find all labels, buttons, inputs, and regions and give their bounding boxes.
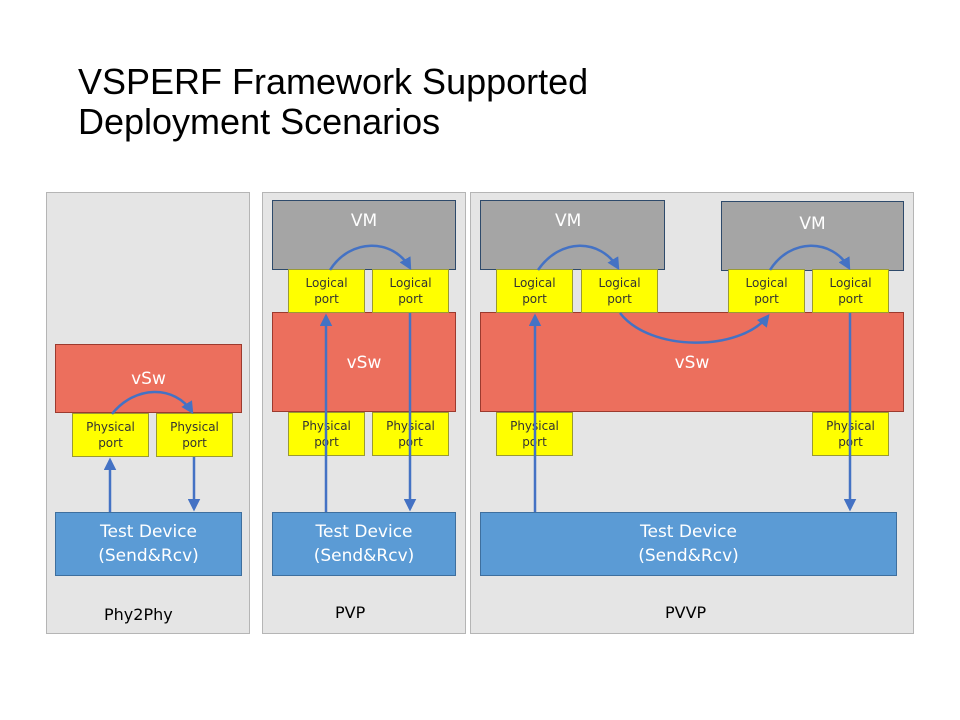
vm-label: VM — [555, 211, 582, 231]
device-label-line2: (Send&Rcv) — [98, 546, 199, 566]
port-label-line2: port — [754, 292, 779, 306]
port-label-line2: port — [398, 435, 423, 449]
logical-port-pvvp-vm2-in: Logical port — [728, 269, 805, 313]
logical-port-pvvp-vm2-out: Logical port — [812, 269, 889, 313]
title-line-2: Deployment Scenarios — [78, 101, 441, 142]
port-label-line1: Logical — [829, 276, 872, 290]
port-label-line2: port — [398, 292, 423, 306]
slide-title: VSPERF Framework Supported Deployment Sc… — [78, 62, 838, 142]
vm-pvvp-1: VM — [480, 200, 665, 270]
vswitch-label: vSw — [131, 368, 166, 389]
vswitch-label: vSw — [674, 353, 710, 373]
physical-port-pvvp-out: Physical port — [812, 412, 889, 456]
scenario-label-pvp: PVP — [335, 603, 366, 622]
test-device-pvvp: Test Device (Send&Rcv) — [480, 512, 897, 576]
port-label-line2: port — [838, 292, 863, 306]
device-label-line2: (Send&Rcv) — [638, 546, 739, 566]
device-label-line1: Test Device — [315, 522, 413, 542]
port-label-line1: Physical — [510, 419, 559, 433]
device-label-line2: (Send&Rcv) — [313, 546, 415, 566]
port-label-line1: Physical — [386, 419, 435, 433]
port-label-line2: port — [607, 292, 632, 306]
test-device-pvp: Test Device (Send&Rcv) — [272, 512, 456, 576]
vswitch-label: vSw — [346, 353, 382, 373]
test-device-phy2phy: Test Device (Send&Rcv) — [55, 512, 242, 576]
port-label-line1: Physical — [170, 420, 219, 434]
vm-pvp: VM — [272, 200, 456, 270]
port-label-line1: Logical — [513, 276, 556, 290]
logical-port-pvvp-vm1-in: Logical port — [496, 269, 573, 313]
port-label-line2: port — [182, 436, 207, 450]
title-line-1: VSPERF Framework Supported — [78, 61, 589, 102]
port-label-line2: port — [522, 435, 547, 449]
logical-port-pvp-out: Logical port — [372, 269, 449, 313]
logical-port-pvp-in: Logical port — [288, 269, 365, 313]
physical-port-pvvp-in: Physical port — [496, 412, 573, 456]
vswitch-pvp: vSw — [272, 312, 456, 412]
port-label-line1: Physical — [86, 420, 135, 434]
port-label-line2: port — [314, 292, 339, 306]
physical-port-phy2phy-out: Physical port — [156, 413, 233, 457]
port-label-line1: Logical — [305, 276, 348, 290]
device-label-line1: Test Device — [99, 522, 198, 542]
vm-label: VM — [350, 211, 378, 231]
scenario-label-pvvp: PVVP — [665, 603, 707, 622]
port-label-line2: port — [98, 436, 123, 450]
vswitch-pvvp: vSw — [480, 312, 904, 412]
port-label-line1: Logical — [598, 276, 641, 290]
physical-port-pvp-out: Physical port — [372, 412, 449, 456]
vm-pvvp-2: VM — [721, 201, 904, 271]
vswitch-phy2phy: vSw — [55, 344, 242, 413]
physical-port-phy2phy-in: Physical port — [72, 413, 149, 457]
port-label-line1: Logical — [745, 276, 788, 290]
port-label-line1: Physical — [826, 419, 875, 433]
port-label-line1: Logical — [389, 276, 432, 290]
port-label-line1: Physical — [302, 419, 351, 433]
device-label-line1: Test Device — [639, 522, 738, 542]
port-label-line2: port — [838, 435, 863, 449]
port-label-line2: port — [522, 292, 547, 306]
logical-port-pvvp-vm1-out: Logical port — [581, 269, 658, 313]
port-label-line2: port — [314, 435, 339, 449]
scenario-label-phy2phy: Phy2Phy — [104, 605, 173, 624]
vm-label: VM — [799, 214, 826, 234]
physical-port-pvp-in: Physical port — [288, 412, 365, 456]
